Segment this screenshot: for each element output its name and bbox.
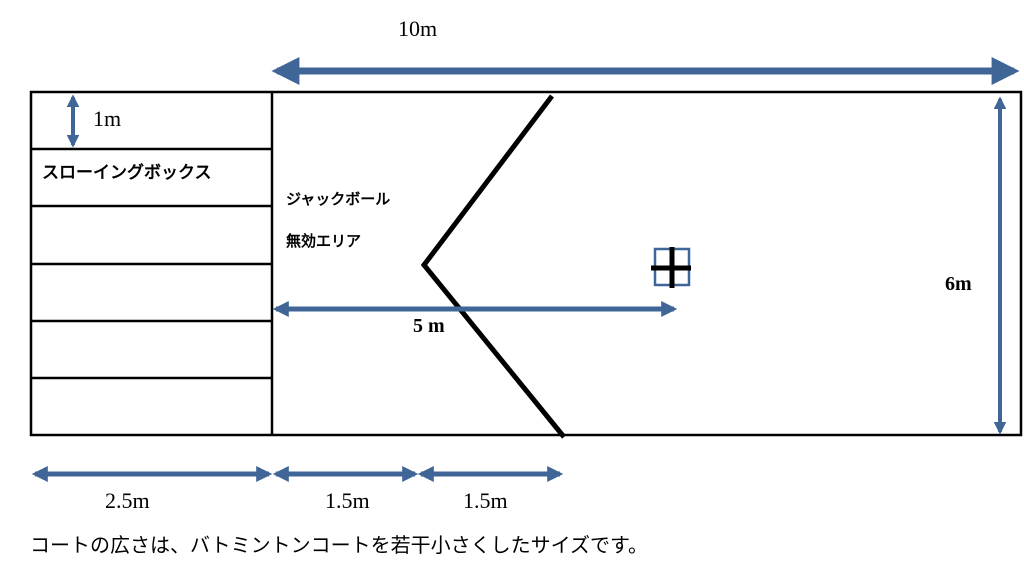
label-total-length: 10m bbox=[398, 16, 438, 41]
throwing-box-label: スローイングボックス bbox=[42, 163, 212, 183]
invalid-area-label-line1: ジャックボール bbox=[286, 190, 391, 208]
label-box-depth: 1m bbox=[93, 106, 122, 131]
label-center-distance: 5 m bbox=[413, 315, 445, 337]
label-throwing-area-length: 2.5m bbox=[105, 488, 150, 513]
invalid-area-label-line2: 無効エリア bbox=[286, 232, 362, 250]
center-cross-icon bbox=[651, 247, 691, 288]
label-second-section: 1.5m bbox=[463, 488, 508, 513]
court-size-caption: コートの広さは、バトミントンコートを若干小さくしたサイズです。 bbox=[30, 533, 648, 557]
label-first-section: 1.5m bbox=[325, 488, 370, 513]
invalid-area-v-line bbox=[420, 94, 566, 439]
label-court-width: 6m bbox=[945, 273, 972, 295]
throwing-box-rows bbox=[31, 147, 272, 380]
